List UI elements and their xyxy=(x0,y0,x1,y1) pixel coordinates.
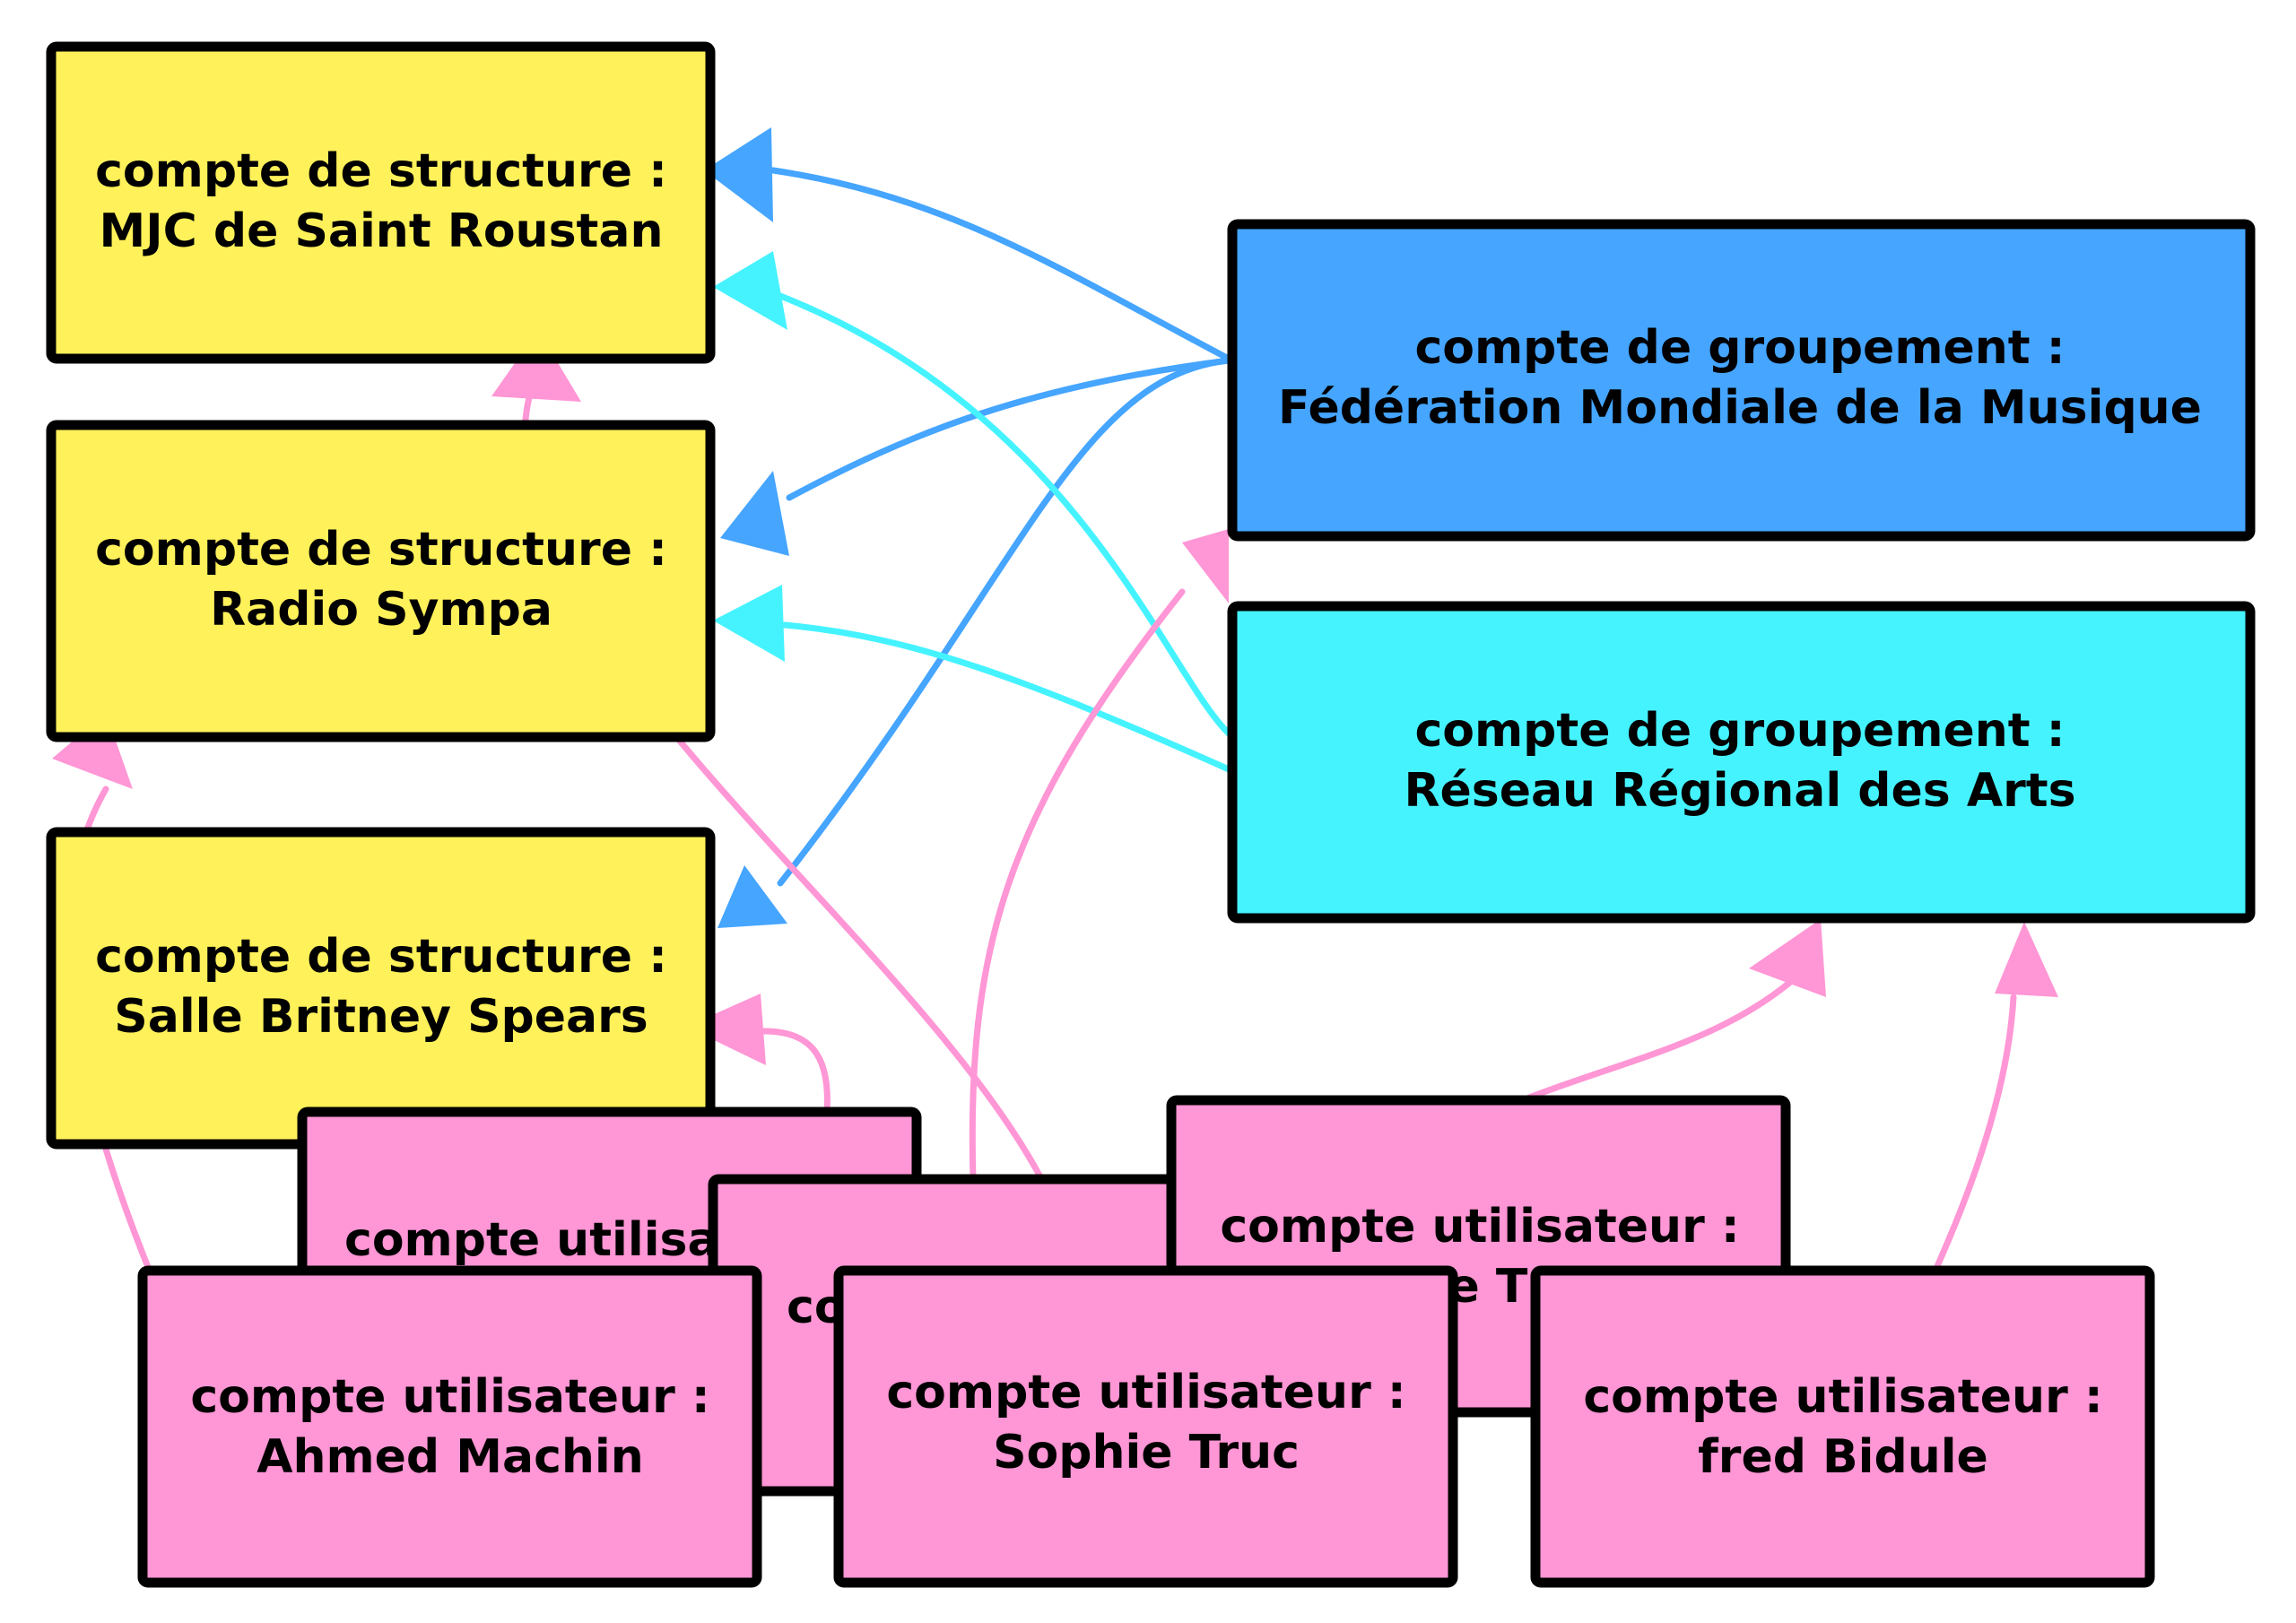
arrowhead-icon xyxy=(1749,919,1826,997)
node-box xyxy=(1227,601,2256,924)
node-mjc: compte de structure : MJC de Saint Rousta… xyxy=(46,41,716,364)
node-federation: compte de groupement : Fédération Mondial… xyxy=(1227,219,2256,542)
node-type-label: compte utilisateur : xyxy=(1220,1200,1739,1254)
node-reseau: compte de groupement : Réseau Régional de… xyxy=(1227,601,2256,924)
edge-reseau-to-mjc xyxy=(713,251,1232,737)
node-type-label: compte de structure : xyxy=(95,523,667,577)
node-name-label: Réseau Régional des Arts xyxy=(1404,764,2075,818)
node-box xyxy=(1530,1265,2155,1588)
edge-line xyxy=(777,357,1232,887)
edge-reseau-to-radio xyxy=(713,585,1232,773)
node-box xyxy=(1227,219,2256,542)
node-box xyxy=(46,827,716,1150)
arrowhead-icon xyxy=(1182,529,1229,603)
node-name-label: Sophie Truc xyxy=(993,1426,1300,1480)
node-name-label: fred Bidule xyxy=(1698,1430,1988,1484)
node-type-label: compte utilisa xyxy=(344,1213,719,1267)
node-box xyxy=(833,1265,1458,1588)
edge-user_back_right-to-reseau xyxy=(1526,919,1826,1101)
arrowhead-icon xyxy=(686,994,766,1065)
edge-user_back_left-to-salle xyxy=(686,994,831,1115)
edge-line xyxy=(786,357,1232,501)
node-name-label: Salle Britney Spears xyxy=(114,990,648,1044)
node-name-label: Radio Sympa xyxy=(210,583,552,637)
edge-line xyxy=(761,1028,831,1115)
node-fred: compte utilisateur : fred Bidule xyxy=(1530,1265,2155,1588)
node-type-label: compte de structure : xyxy=(95,144,667,198)
node-type-label: compte de groupement : xyxy=(1414,321,2065,375)
arrowhead-icon xyxy=(720,471,789,556)
arrowhead-icon xyxy=(713,585,785,662)
node-box xyxy=(46,420,716,742)
arrowhead-icon xyxy=(1995,922,2058,997)
node-box xyxy=(137,1265,762,1588)
arrowhead-icon xyxy=(704,127,773,222)
edge-line xyxy=(969,588,1186,1184)
edge-line xyxy=(1934,994,2017,1270)
edge-line xyxy=(1526,969,1805,1101)
edge-line xyxy=(770,167,1232,362)
arrowhead-icon xyxy=(713,251,787,330)
edge-fred-to-reseau xyxy=(1934,922,2058,1270)
edge-user_back_mid-to-federation xyxy=(969,529,1229,1184)
node-radio: compte de structure : Radio Sympa xyxy=(46,420,716,742)
edge-line xyxy=(777,292,1232,737)
node-name-label: MJC de Saint Roustan xyxy=(99,204,663,258)
node-sophie: compte utilisateur : Sophie Truc xyxy=(833,1265,1458,1588)
node-name-label: Fédération Mondiale de la Musique xyxy=(1278,381,2202,435)
node-box xyxy=(46,41,716,364)
arrowhead-icon xyxy=(491,330,581,402)
node-type-label: compte de groupement : xyxy=(1414,704,2065,758)
edge-line xyxy=(781,621,1232,773)
node-ahmed: compte utilisateur : Ahmed Machin xyxy=(137,1265,762,1588)
edge-federation-to-salle xyxy=(718,357,1232,928)
node-type-label: compte de structure : xyxy=(95,930,667,984)
arrowhead-icon xyxy=(718,865,787,928)
node-salle: compte de structure : Salle Britney Spear… xyxy=(46,827,716,1150)
node-type-label: compte utilisateur : xyxy=(190,1370,709,1424)
node-type-label: compte utilisateur : xyxy=(1583,1370,2102,1424)
node-name-label: Ahmed Machin xyxy=(257,1430,644,1484)
edge-federation-to-radio xyxy=(720,357,1232,556)
node-type-label: compte utilisateur : xyxy=(886,1366,1405,1419)
edge-federation-to-mjc xyxy=(704,127,1232,362)
nodes-layer: compte de structure : MJC de Saint Rousta… xyxy=(46,41,2256,1588)
